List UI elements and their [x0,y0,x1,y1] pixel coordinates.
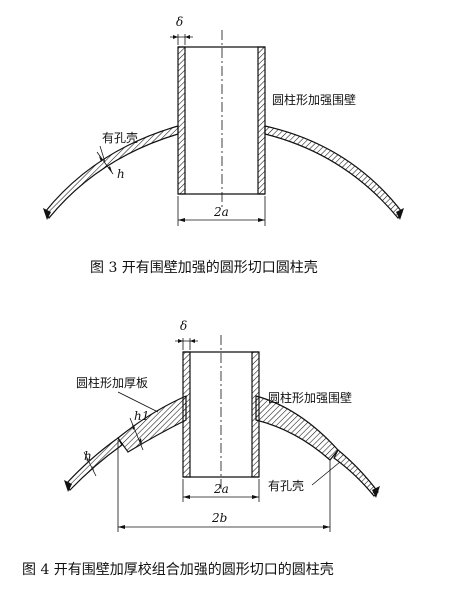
shell-end-arrow-right [396,208,404,220]
shell-end-arrow-left [43,208,51,220]
shell-arc-right-thin [333,449,379,497]
delta-dimension [170,34,193,45]
width-2a-dimension [177,196,266,226]
reinforcing-wall-4 [182,351,260,478]
figure-4: δ 圆柱形加厚板 圆柱形加强围壁 h1 h 2a [22,319,380,578]
figure-3: δ 圆柱形加强围壁 有孔壳 h 2a 图 3 开有围壁加强的圆形切口圆柱壳 [43,15,404,276]
shell-arc-right [264,125,403,220]
shell-leader-4 [311,461,341,486]
wall-label-4: 圆柱形加强围壁 [268,390,352,405]
wall-label: 圆柱形加强围壁 [272,92,356,107]
h1-label: h1 [134,409,149,423]
thickened-plate-right [255,395,339,461]
shell-end-arrow-left-4 [64,480,72,492]
h-label: h [117,167,125,181]
reinforcing-wall [177,46,266,195]
width-2a-dimension-4 [182,479,260,502]
delta-label: δ [176,15,183,29]
h-dimension [96,151,114,175]
shell-arc-left-thin [65,437,123,491]
caption-figure-4: 图 4 开有围壁加厚校组合加强的圆形切口的圆柱壳 [22,561,334,578]
shell-label-4: 有孔壳 [268,479,304,493]
shell-leader [99,145,106,163]
h1-dimension [129,417,144,451]
width-2b-dimension [117,440,331,532]
h-dimension-4 [83,451,97,477]
h-label-4: h [84,449,92,463]
shell-end-arrow-right-4 [372,486,380,498]
caption-figure-3: 图 3 开有围壁加强的圆形切口圆柱壳 [90,259,318,276]
delta-label-4: δ [180,319,187,333]
thickened-plate-left [117,395,187,453]
width-2a-label-4: 2a [213,482,229,496]
width-2b-label: 2b [211,511,227,525]
plate-leader [117,391,159,413]
shell-label: 有孔壳 [102,131,138,145]
delta-dimension-4 [175,338,198,350]
width-2a-label: 2a [213,205,229,219]
plate-label: 圆柱形加厚板 [76,375,148,390]
